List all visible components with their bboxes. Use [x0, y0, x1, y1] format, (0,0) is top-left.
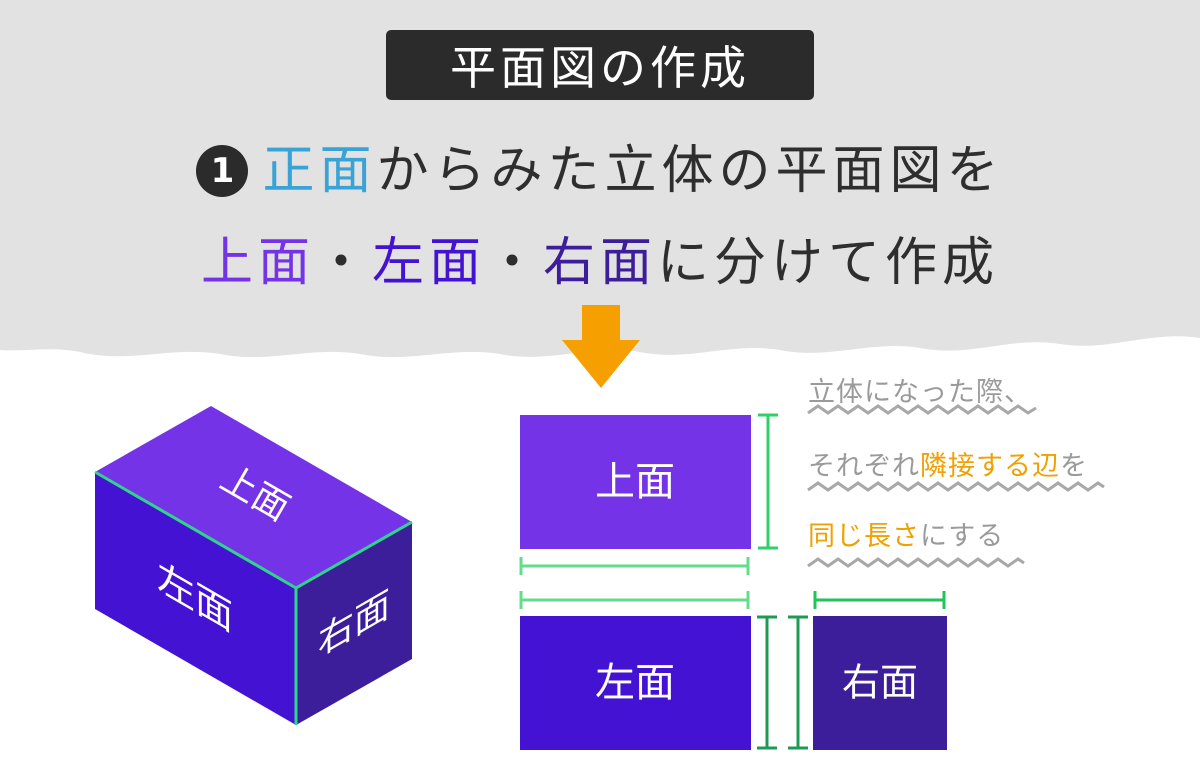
cube-top-face	[95, 406, 412, 588]
measure-width-lower	[519, 591, 750, 609]
front-view-label: 正面	[262, 141, 377, 201]
note-highlight-adjacent-edges: 隣接する辺	[920, 451, 1060, 482]
note-line-2-prefix: それぞれ	[808, 451, 920, 482]
top-face-label: 上面	[200, 233, 315, 293]
note-zigzag	[807, 557, 1025, 568]
measure-width-upper	[519, 557, 750, 575]
down-arrow-icon	[562, 305, 640, 388]
note-line-2: それぞれ隣接する辺を	[808, 444, 1088, 483]
title-badge: 平面図の作成	[386, 30, 814, 100]
note-highlight-same-length: 同じ長さ	[808, 521, 920, 552]
left-face-label: 左面	[371, 233, 486, 293]
plan-left-face	[520, 616, 751, 750]
instruction-line-1-text: からみた立体の平面図を	[376, 141, 1004, 201]
page-title: 平面図の作成	[450, 41, 750, 95]
plan-left-text: 左面	[595, 660, 675, 706]
cube-edge-highlight	[94, 470, 297, 590]
header-banner	[0, 0, 1200, 358]
note-line-2-suffix: を	[1060, 451, 1088, 482]
measure-left-height	[757, 615, 777, 750]
separator: ・	[486, 233, 544, 293]
note-line-3-suffix: にする	[920, 521, 1005, 552]
step-number-badge: 1	[196, 145, 249, 197]
note-line-1-text: 立体になった際、	[808, 377, 1032, 408]
note-zigzag	[807, 481, 1105, 492]
plan-right-face	[813, 616, 947, 750]
plan-top-text: 上面	[595, 459, 675, 505]
measure-right-height	[788, 615, 808, 750]
measure-right-width	[813, 591, 946, 609]
separator: ・	[314, 233, 372, 293]
note-zigzag	[807, 404, 1037, 415]
instruction-line-2-text: に分けて作成	[657, 233, 1000, 293]
measure-top-height	[758, 413, 778, 550]
note-line-1: 立体になった際、	[808, 370, 1032, 409]
instruction-line-2: 上面・左面・右面に分けて作成	[0, 220, 1200, 295]
right-face-label: 右面	[543, 233, 658, 293]
cube-left-face	[95, 472, 296, 725]
note-line-3: 同じ長さにする	[808, 514, 1004, 553]
plan-top-face	[520, 415, 751, 549]
plan-right-text: 右面	[842, 661, 918, 705]
cube-edge-highlight	[295, 520, 413, 590]
